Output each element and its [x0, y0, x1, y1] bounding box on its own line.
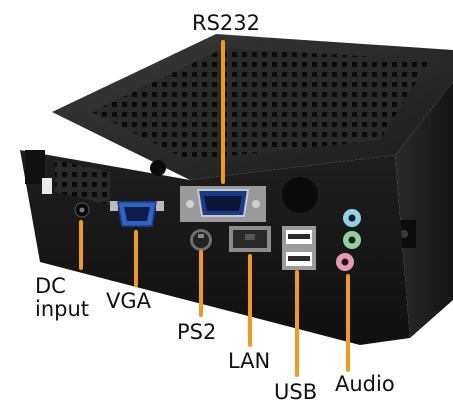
usb-ports [282, 226, 316, 270]
label-lan: LAN [228, 349, 271, 373]
lan-port [229, 226, 271, 252]
audio-jacks [336, 209, 361, 271]
ps2-port [190, 229, 212, 251]
label-rs232: RS232 [192, 11, 261, 35]
case-top [52, 34, 453, 180]
label-audio: Audio [335, 372, 395, 396]
label-ps2: PS2 [177, 320, 217, 344]
callout-lines [79, 40, 350, 377]
label-usb: USB [274, 380, 318, 404]
dc-input-jack [74, 202, 90, 218]
label-vga: VGA [106, 289, 152, 313]
vga-port [110, 201, 164, 227]
case-back [20, 150, 410, 345]
label-dc-input: DC input [35, 274, 90, 321]
rs232-port [180, 186, 266, 222]
